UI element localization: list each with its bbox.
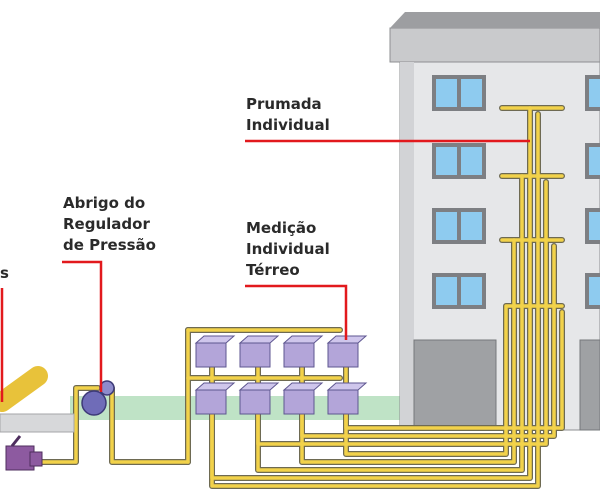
window [432, 75, 486, 111]
window [585, 208, 600, 244]
shutoff-valve-icon [5, 435, 43, 471]
building-windows [432, 75, 600, 309]
building-roof-edge [390, 12, 600, 28]
meter-boxes [194, 335, 368, 415]
leader-abrigo [62, 260, 103, 392]
label-medicao-individual: Medição Individual Térreo [246, 218, 330, 281]
window [432, 143, 486, 179]
label-partial-left: s [0, 264, 9, 282]
label-abrigo-line-3: de Pressão [63, 236, 156, 254]
meter-box [282, 382, 324, 415]
pipe-supply-fill [34, 386, 100, 464]
gas-pipes [33, 105, 565, 489]
meter-box [194, 382, 236, 415]
concrete-slab [0, 413, 75, 433]
label-abrigo-line-1: Abrigo do [63, 194, 146, 212]
building [389, 12, 600, 431]
building-side-shade [400, 62, 414, 430]
leader-lines [0, 139, 530, 402]
meter-box [238, 382, 280, 415]
meter-box [194, 335, 236, 368]
window [585, 75, 600, 111]
window [432, 208, 486, 244]
window [432, 273, 486, 309]
meter-box [326, 382, 368, 415]
window [585, 143, 600, 179]
label-medicao-line-3: Térreo [246, 261, 300, 279]
window [585, 273, 600, 309]
label-medicao-line-1: Medição [246, 219, 317, 237]
label-prumada-line-1: Prumada [246, 95, 322, 113]
gas-source-partial [0, 366, 75, 471]
label-medicao-line-2: Individual [246, 240, 330, 258]
garage-door-right [579, 339, 600, 431]
gas-cylinder [0, 366, 48, 412]
pipe-riser-5-fill [210, 112, 540, 488]
label-abrigo-line-2: Regulador [63, 215, 150, 233]
pipe-fills [34, 106, 564, 488]
label-prumada-line-2: Individual [246, 116, 330, 134]
pipe-regulator-out-fill [110, 386, 190, 464]
meter-box [326, 335, 368, 368]
building-roof [389, 27, 600, 63]
meter-box [282, 335, 324, 368]
pipe-riser-6-fill [256, 180, 548, 446]
meter-box [238, 335, 280, 368]
garage-door-left [413, 339, 497, 431]
pipe-riser-7-fill [300, 244, 556, 438]
regulator-body [81, 390, 107, 416]
leader-medicao [245, 284, 348, 340]
label-prumada-individual: Prumada Individual [246, 94, 330, 136]
pressure-regulator [81, 380, 115, 416]
label-abrigo-regulador: Abrigo do Regulador de Pressão [63, 193, 156, 256]
